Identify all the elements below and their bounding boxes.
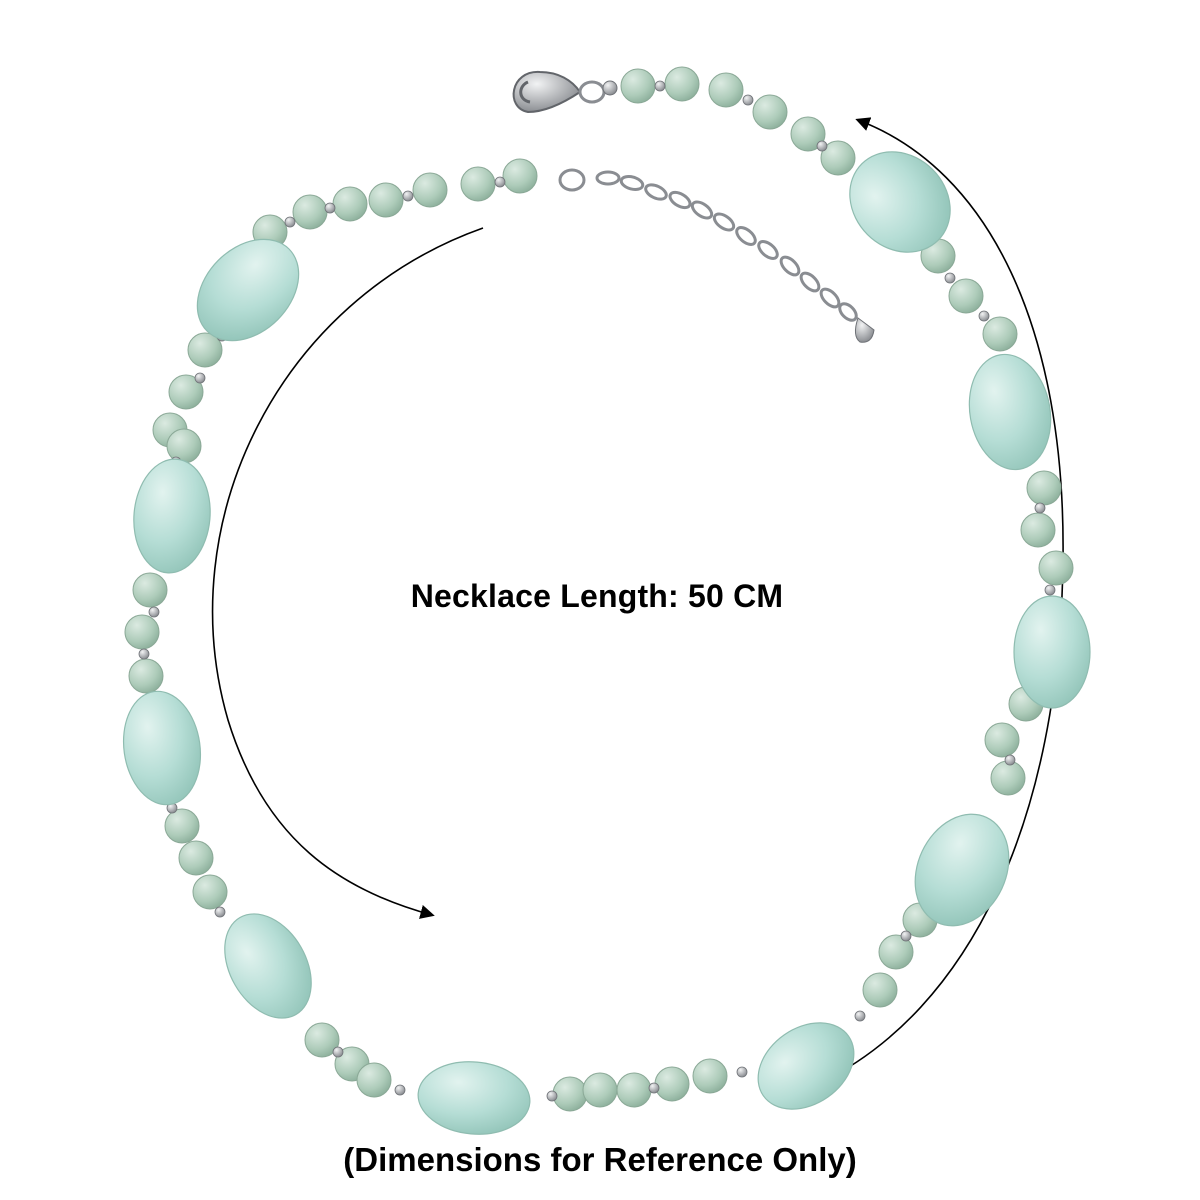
- round-bead-icon: [582, 1072, 618, 1108]
- round-bead-icon: [664, 66, 700, 102]
- spacer-bead-icon: [736, 1066, 748, 1078]
- round-bead-icon: [124, 614, 160, 650]
- round-bead-icon: [356, 1062, 392, 1098]
- round-bead-icon: [178, 840, 214, 876]
- round-bead-icon: [752, 94, 788, 130]
- round-bead-icon: [368, 182, 404, 218]
- oval-stone-bead-icon: [1013, 595, 1091, 709]
- round-bead-icon: [878, 934, 914, 970]
- spacer-bead-icon: [214, 906, 226, 918]
- round-bead-icon: [620, 68, 656, 104]
- round-bead-icon: [292, 194, 328, 230]
- spacer-bead-icon: [494, 176, 506, 188]
- oval-stone-bead-icon: [122, 690, 202, 806]
- spacer-bead-icon: [978, 310, 990, 322]
- spacer-bead-icon: [546, 1090, 558, 1102]
- spacer-bead-icon: [332, 1046, 344, 1058]
- dimensions-disclaimer: (Dimensions for Reference Only): [343, 1141, 857, 1178]
- round-bead-icon: [948, 278, 984, 314]
- round-bead-icon: [708, 72, 744, 108]
- oval-stone-bead-icon: [849, 151, 951, 253]
- oval-stone-bead-icon: [914, 813, 1010, 927]
- spacer-bead-icon: [284, 216, 296, 228]
- round-bead-icon: [692, 1058, 728, 1094]
- round-bead-icon: [654, 1066, 690, 1102]
- round-bead-icon: [168, 374, 204, 410]
- spacer-bead-icon: [194, 372, 206, 384]
- round-bead-icon: [460, 166, 496, 202]
- spacer-bead-icon: [402, 190, 414, 202]
- round-bead-icon: [790, 116, 826, 152]
- spacer-bead-icon: [1034, 502, 1046, 514]
- oval-stone-bead-icon: [968, 353, 1052, 471]
- round-bead-icon: [192, 874, 228, 910]
- spacer-bead-icon: [944, 272, 956, 284]
- bead-strand: [122, 66, 1091, 1135]
- spacer-bead-icon: [900, 930, 912, 942]
- round-bead-icon: [820, 140, 856, 176]
- spacer-bead-icon: [654, 80, 666, 92]
- round-bead-icon: [164, 808, 200, 844]
- oval-stone-bead-icon: [417, 1061, 531, 1135]
- spacer-bead-icon: [1044, 584, 1056, 596]
- spacer-bead-icon: [816, 140, 828, 152]
- lobster-clasp-icon: [512, 70, 618, 114]
- round-bead-icon: [1020, 512, 1056, 548]
- spacer-bead-icon: [648, 1082, 660, 1094]
- round-bead-icon: [984, 722, 1020, 758]
- spacer-bead-icon: [854, 1010, 866, 1022]
- round-bead-icon: [412, 172, 448, 208]
- spacer-bead-icon: [324, 202, 336, 214]
- spacer-bead-icon: [148, 606, 160, 618]
- round-bead-icon: [166, 428, 202, 464]
- round-bead-icon: [1026, 470, 1062, 506]
- oval-stone-bead-icon: [133, 458, 211, 574]
- oval-stone-bead-icon: [757, 1022, 855, 1110]
- spacer-bead-icon: [138, 648, 150, 660]
- necklace-length-label: Necklace Length: 50 CM: [410, 578, 784, 614]
- oval-stone-bead-icon: [196, 238, 300, 342]
- round-bead-icon: [187, 332, 223, 368]
- round-bead-icon: [332, 186, 368, 222]
- round-bead-icon: [132, 572, 168, 608]
- round-bead-icon: [552, 1076, 588, 1112]
- left-arrow-icon: [211, 227, 484, 919]
- round-bead-icon: [990, 760, 1026, 796]
- round-bead-icon: [128, 658, 164, 694]
- round-bead-icon: [862, 972, 898, 1008]
- round-bead-icon: [304, 1022, 340, 1058]
- oval-stone-bead-icon: [224, 913, 312, 1019]
- round-bead-icon: [616, 1072, 652, 1108]
- chain-end-drop-icon: [854, 317, 875, 343]
- spacer-bead-icon: [394, 1084, 406, 1096]
- round-bead-icon: [982, 316, 1018, 352]
- spacer-bead-icon: [742, 94, 754, 106]
- extender-chain-icon: [558, 168, 858, 322]
- round-bead-icon: [502, 158, 538, 194]
- spacer-bead-icon: [1004, 754, 1016, 766]
- round-bead-icon: [1038, 550, 1074, 586]
